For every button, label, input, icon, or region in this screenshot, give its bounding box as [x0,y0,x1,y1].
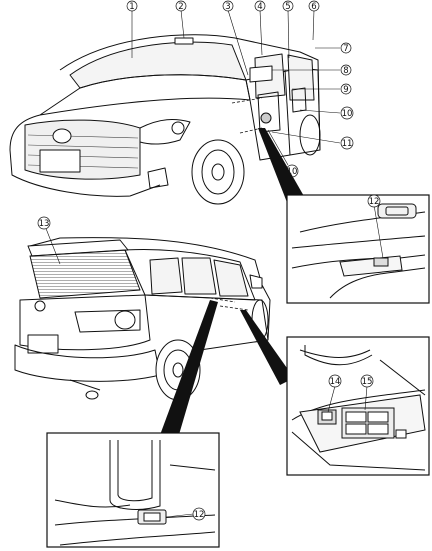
window-switch-upper [373,257,389,267]
callout-3: 3 [225,2,230,12]
front-wheel [191,139,245,205]
callout-1: 1 [129,2,134,12]
callout-5: 5 [285,2,290,12]
rear-window [29,249,141,299]
callout-9: 9 [343,85,348,95]
side-window-rear-view [149,257,183,295]
callout-4: 4 [257,2,262,12]
front-callouts [131,9,341,166]
inset-door-armrest-upper: 12 [286,194,430,304]
callout-10-b: 10 [287,167,298,177]
callout-10-a: 10 [342,109,353,119]
callout-12-a: 12 [369,197,380,207]
front-vehicle-view [9,34,321,205]
rear-license-plate [27,334,59,354]
callout-15: 15 [362,377,373,387]
brand-emblem [52,128,72,144]
tail-light [74,309,141,333]
zoom-wedge-rear-left [160,300,218,438]
callout-7: 7 [343,44,348,54]
license-plate [39,149,81,173]
inset-driver-switch-panel: 14 15 [286,336,430,476]
callout-2: 2 [178,2,183,12]
callout-14: 14 [330,377,341,387]
zoom-wedge-front [258,128,305,205]
callout-11: 11 [342,139,353,149]
side-mirror [249,65,273,83]
rear-vehicle-view [14,237,271,401]
callout-8: 8 [343,66,348,76]
inset-rear-door-switch: 12 [46,432,220,548]
headlight [139,119,191,145]
callout-12-b: 12 [194,510,205,520]
callout-6: 6 [311,2,316,12]
windshield [69,41,247,89]
door-handle-recess [377,203,417,219]
rear-emblem [34,300,46,312]
zoom-wedge-rear-right [240,310,294,385]
callout-13: 13 [39,219,50,229]
